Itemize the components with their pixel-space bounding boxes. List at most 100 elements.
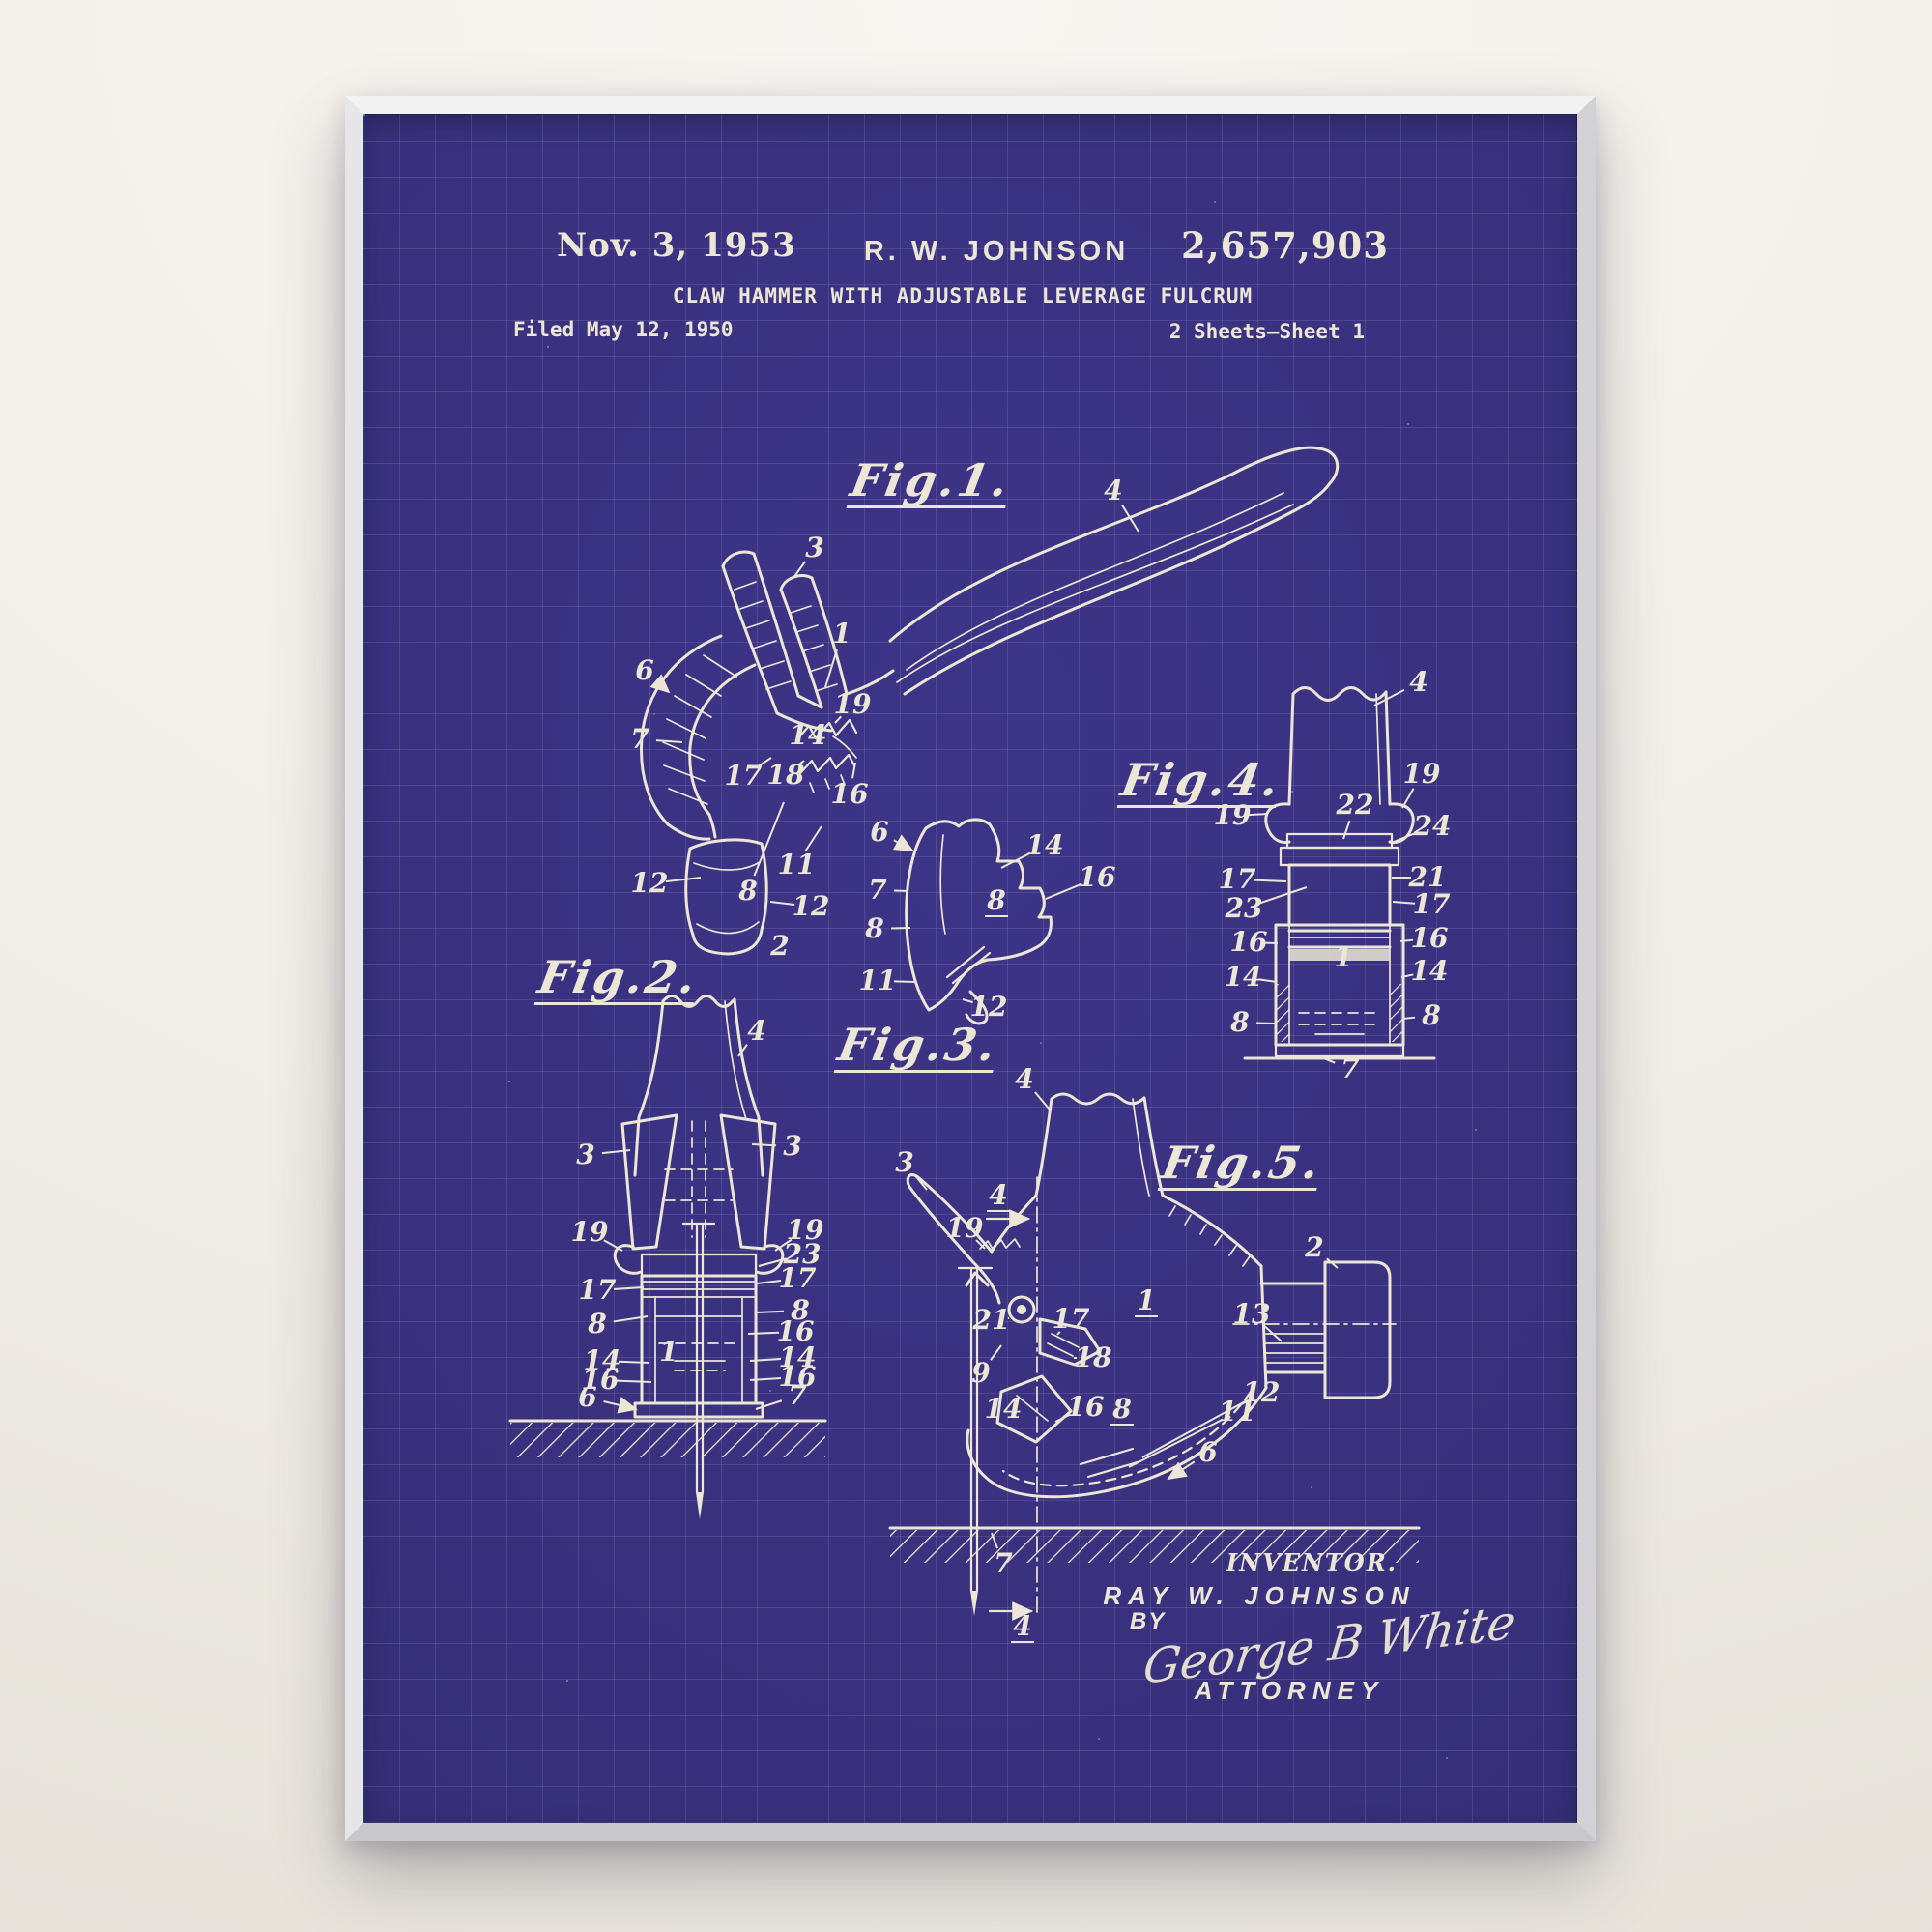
attorney-caption: ATTORNEY xyxy=(1194,1676,1385,1705)
callout-leader xyxy=(655,739,683,743)
callout-leader xyxy=(603,1239,623,1252)
callout-17: 17 xyxy=(1413,888,1451,920)
callout-17: 17 xyxy=(1053,1303,1090,1335)
fig1-art xyxy=(640,446,1340,956)
callout-24: 24 xyxy=(1413,810,1452,842)
paper-specks xyxy=(363,114,365,116)
callout-leader xyxy=(1054,1413,1072,1423)
callout-leader xyxy=(613,1286,645,1290)
callout-8: 8 xyxy=(587,1308,606,1340)
callout-16: 16 xyxy=(1411,922,1449,954)
callout-7: 7 xyxy=(994,1547,1013,1579)
callout-11: 11 xyxy=(859,965,897,996)
callout-leader xyxy=(665,877,702,883)
callout-8: 8 xyxy=(737,875,757,907)
callout-leader xyxy=(1326,1257,1339,1269)
callout-leader xyxy=(962,998,973,1004)
callout-leader xyxy=(1255,1022,1277,1024)
callout-leader xyxy=(1262,1324,1283,1342)
callout-8: 8 xyxy=(1421,999,1440,1031)
callout-12: 12 xyxy=(970,991,1008,1023)
patent-sheet-info: 2 Sheets—Sheet 1 xyxy=(1168,320,1365,343)
callout-leader xyxy=(1167,1460,1196,1481)
callout-16: 16 xyxy=(1067,1391,1105,1423)
callout-leader xyxy=(1399,938,1414,942)
callout-16: 16 xyxy=(777,1315,815,1347)
blueprint-poster: Nov. 3, 1953 R. W. JOHNSON 2,657,903 CLA… xyxy=(363,114,1577,1823)
callout-4: 4 xyxy=(1104,475,1122,506)
callout-leader xyxy=(824,649,838,688)
callout-16: 16 xyxy=(1230,926,1268,958)
callout-8: 8 xyxy=(1111,1393,1131,1425)
callout-16: 16 xyxy=(1079,861,1116,893)
callout-leader xyxy=(1000,851,1031,869)
callout-leader xyxy=(1400,973,1414,978)
callout-leader xyxy=(1056,1331,1061,1336)
callout-leader xyxy=(1141,1399,1248,1458)
callout-12: 12 xyxy=(1243,1376,1281,1408)
callout-17: 17 xyxy=(779,1262,817,1294)
callout-leader xyxy=(893,980,917,983)
callout-1: 1 xyxy=(832,618,851,649)
callout-4: 4 xyxy=(1409,666,1427,698)
callout-7: 7 xyxy=(630,723,649,755)
callout-leader xyxy=(804,825,822,852)
callout-6: 6 xyxy=(1198,1436,1217,1468)
callout-leader xyxy=(797,760,805,766)
callout-leader xyxy=(1401,1016,1416,1020)
callout-3: 3 xyxy=(576,1139,594,1170)
callout-19: 19 xyxy=(834,688,872,720)
callout-leader xyxy=(751,1143,777,1147)
callout-leader xyxy=(834,715,843,724)
callout-19: 19 xyxy=(571,1216,609,1248)
callout-leader xyxy=(1128,1418,1224,1468)
callout-leader xyxy=(1034,1091,1051,1110)
callout-leader xyxy=(601,1149,631,1155)
callout-7: 7 xyxy=(1341,1053,1360,1084)
callout-14: 14 xyxy=(790,719,827,751)
callout-leader xyxy=(793,561,806,579)
callout-6: 6 xyxy=(635,654,653,686)
callout-3: 3 xyxy=(895,1146,913,1178)
callout-14: 14 xyxy=(985,1393,1023,1425)
callout-leader xyxy=(890,927,911,930)
callout-leader xyxy=(990,1344,1002,1361)
patent-number: 2,657,903 xyxy=(1181,224,1389,267)
callout-leader xyxy=(613,1315,649,1323)
by-label: BY xyxy=(1130,1608,1167,1634)
poster-frame: Nov. 3, 1953 R. W. JOHNSON 2,657,903 CLA… xyxy=(345,96,1596,1841)
callout-leader xyxy=(1392,901,1416,905)
callout-7: 7 xyxy=(788,1379,807,1411)
callout-12: 12 xyxy=(631,867,669,899)
inventor-name: RAY W. JOHNSON xyxy=(1103,1581,1416,1610)
callout-8: 8 xyxy=(790,1294,809,1326)
callout-17: 17 xyxy=(1219,863,1256,895)
callout-leader xyxy=(649,674,671,694)
callout-11: 11 xyxy=(778,849,816,880)
fig5-art xyxy=(888,1092,1421,1621)
callout-leader xyxy=(991,1532,998,1549)
callout-4: 4 xyxy=(1015,1063,1033,1095)
callout-3: 3 xyxy=(805,532,823,563)
callout-leader xyxy=(1342,820,1351,840)
callout-19: 19 xyxy=(1214,799,1252,831)
callout-8: 8 xyxy=(986,884,1005,916)
callout-23: 23 xyxy=(783,1238,822,1270)
callout-23: 23 xyxy=(1225,892,1263,924)
callout-leader xyxy=(1320,1056,1336,1064)
callout-3: 3 xyxy=(783,1130,801,1162)
callout-2: 2 xyxy=(769,930,789,962)
callout-leader xyxy=(749,1377,782,1381)
callout-1: 1 xyxy=(1137,1284,1155,1316)
callout-19: 19 xyxy=(1403,758,1441,790)
patent-date: Nov. 3, 1953 xyxy=(557,226,796,265)
callout-leader xyxy=(756,757,772,768)
patent-title: CLAW HAMMER WITH ADJUSTABLE LEVERAGE FUL… xyxy=(672,284,1254,307)
callout-14: 14 xyxy=(779,1341,817,1373)
fig2-art xyxy=(508,995,827,1519)
callout-16: 16 xyxy=(779,1361,817,1393)
callout-leader xyxy=(753,801,785,877)
callout-8: 8 xyxy=(1229,1006,1249,1038)
callout-8: 8 xyxy=(864,912,883,944)
callout-16: 16 xyxy=(831,778,869,810)
